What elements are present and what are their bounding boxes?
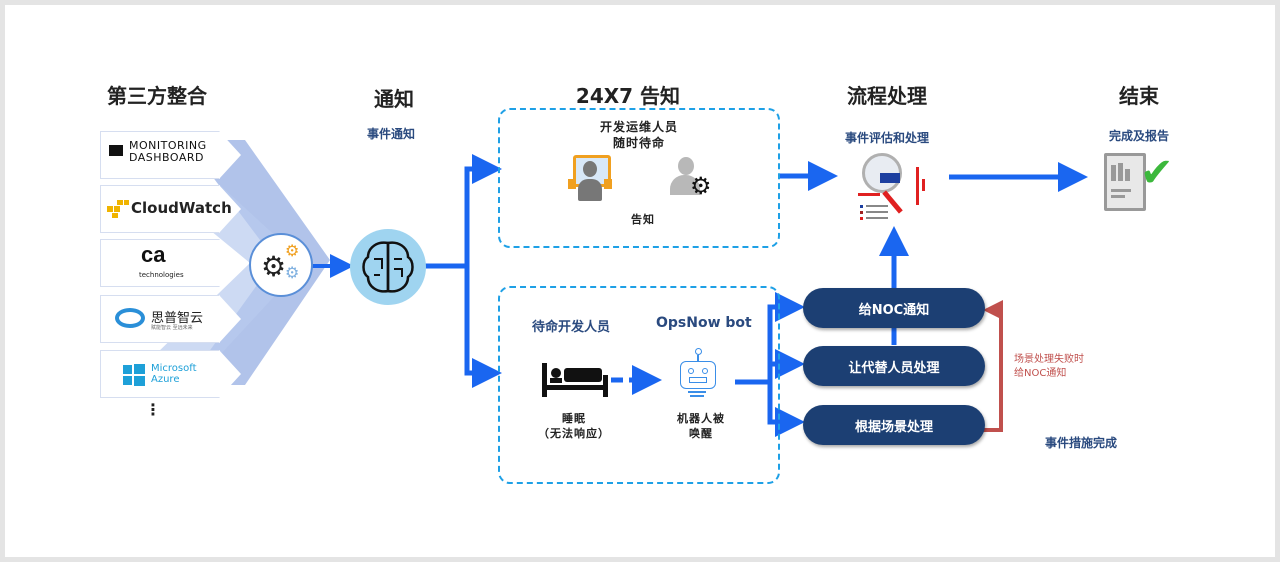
standby-developer-heading: 待命开发人员 [532, 320, 611, 335]
fallback-note-line2: 给NOC通知 [1014, 368, 1067, 379]
action-notify-noc[interactable]: 给NOC通知 [803, 288, 985, 328]
robot-icon [670, 348, 726, 402]
source-card-monitoring-dashboard: MONITORING DASHBOARD [100, 131, 241, 179]
stage-title-process: 流程处理 [847, 84, 927, 108]
stage-title-alert: 24X7 告知 [575, 84, 681, 108]
source-card-cloudwatch: CloudWatch [100, 185, 241, 233]
action-scenario-handling[interactable]: 根据场景处理 [803, 405, 985, 445]
arrow-split-bottom [464, 266, 502, 388]
source-name: technologies [139, 271, 184, 279]
standby-box [498, 286, 780, 484]
source-card-sipu-cloud: 思普智云 赋能智云 至远未来 [100, 295, 241, 343]
source-card-azure: Microsoft Azure [100, 350, 241, 398]
source-tagline: 赋能智云 至远未来 [151, 325, 193, 331]
report-complete-icon: ✔ [1100, 151, 1184, 211]
ca-logo: ca [141, 242, 166, 267]
source-name-line1: Microsoft [151, 363, 197, 374]
windows-icon [123, 364, 145, 386]
sleep-label-line1: 睡眠 [562, 412, 586, 425]
stage-title-notification: 通知 [374, 87, 414, 111]
diagram-canvas: 第三方整合 通知 事件通知 24X7 告知 流程处理 事件评估和处理 结束 完成… [5, 5, 1275, 557]
analysis-magnifier-icon [858, 153, 930, 225]
stage-title-end: 结束 [1119, 84, 1159, 108]
user-settings-icon: ⚙ [670, 157, 716, 203]
bot-heading: OpsNow bot [656, 315, 752, 331]
arrow-to-scenario [767, 382, 805, 437]
brain-ai-icon [350, 229, 426, 305]
completion-note: 事件措施完成 [1045, 436, 1118, 450]
source-name-line2: Azure [151, 374, 180, 385]
source-name-line1: MONITORING [129, 139, 207, 152]
more-sources-ellipsis: ⋮ [145, 400, 161, 419]
source-name-line2: DASHBOARD [129, 151, 205, 164]
subtitle-notification: 事件通知 [366, 127, 416, 141]
cloudwatch-icon [107, 200, 129, 218]
fallback-note: 场景处理失败时 给NOC通知 [1014, 353, 1084, 381]
checkmark-icon: ✔ [1140, 150, 1174, 196]
monitoring-dashboard-icon [109, 145, 123, 156]
sleep-label-line2: （无法响应） [538, 427, 610, 440]
subtitle-end: 完成及报告 [1108, 129, 1170, 143]
bot-label-line1: 机器人被 [677, 412, 725, 425]
source-card-ca: ca technologies [100, 239, 241, 287]
sleeping-bed-icon [542, 363, 608, 397]
subtitle-process: 事件评估和处理 [844, 131, 930, 145]
action-substitute-handler[interactable]: 让代替人员处理 [803, 346, 985, 386]
arrow-fallback [983, 300, 1003, 432]
operator-at-monitor-icon [568, 155, 612, 202]
oncall-label: 告知 [631, 213, 655, 226]
stage-title-integration: 第三方整合 [107, 84, 207, 108]
fallback-note-line1: 场景处理失败时 [1014, 354, 1084, 365]
source-name: CloudWatch [131, 199, 232, 217]
oncall-box [498, 108, 780, 248]
integration-gears-icon: ⚙ ⚙ ⚙ [249, 233, 313, 297]
bot-label-line2: 唤醒 [689, 427, 713, 440]
arrow-to-noc [767, 292, 805, 382]
oncall-heading-line1: 开发运维人员 [599, 120, 679, 134]
sipu-cloud-icon [115, 308, 145, 328]
arrow-split-top [464, 154, 502, 266]
source-name: 思普智云 [151, 311, 204, 326]
oncall-heading-line2: 随时待命 [612, 136, 666, 150]
